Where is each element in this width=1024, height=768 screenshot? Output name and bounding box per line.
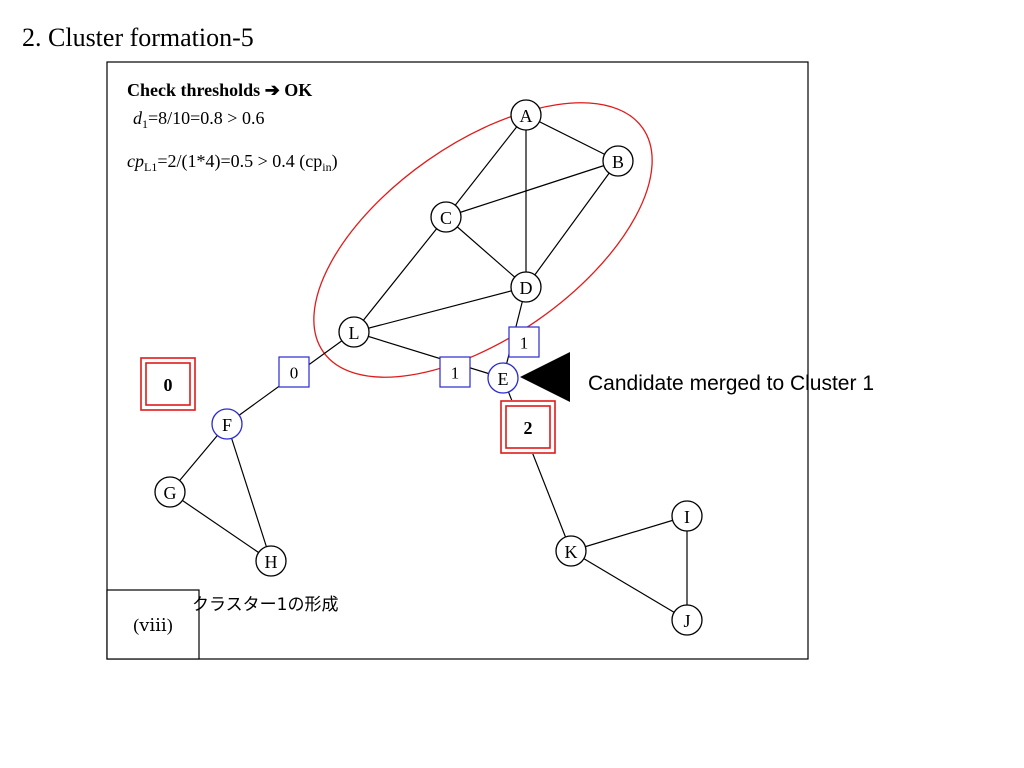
cluster-id-background — [500, 400, 556, 454]
edge-l-e — [353, 331, 504, 379]
edge-c-b — [445, 160, 619, 218]
node-d: D — [510, 271, 542, 303]
node-g: G — [154, 476, 186, 508]
cluster-boxes-layer: 02 — [140, 357, 556, 454]
threshold-info: Check thresholds ➔ OK d1=8/10=0.8 > 0.6 … — [127, 80, 338, 174]
node-circle — [671, 500, 703, 532]
threshold-heading: Check thresholds ➔ OK — [127, 80, 312, 100]
node-label: H — [265, 552, 278, 572]
node-b: B — [602, 145, 634, 177]
edge-weight-label: 1 — [451, 364, 460, 383]
node-h: H — [255, 545, 287, 577]
node-circle — [671, 604, 703, 636]
edge-k-i — [570, 515, 688, 552]
node-label: L — [349, 323, 360, 343]
edge-weight-label: 0 — [290, 364, 299, 383]
node-label: A — [520, 106, 533, 126]
node-label: F — [222, 415, 232, 435]
edge-weight-box: 1 — [508, 326, 540, 358]
node-circle — [510, 99, 542, 131]
edge-weight-label: 1 — [520, 334, 529, 353]
node-label: K — [565, 542, 578, 562]
edge-weight-border — [439, 356, 471, 388]
node-e: E — [487, 362, 519, 394]
edge-weight-box: 0 — [278, 356, 310, 388]
node-label: I — [684, 507, 690, 527]
edges-layer — [169, 114, 688, 621]
node-circle — [255, 545, 287, 577]
edge-c-l — [353, 216, 447, 333]
cluster-id-outer-border — [140, 357, 196, 411]
node-l: L — [338, 316, 370, 348]
node-circle — [487, 362, 519, 394]
node-j: J — [671, 604, 703, 636]
node-label: C — [440, 208, 452, 228]
node-f: F — [211, 408, 243, 440]
cluster-1-ellipse — [313, 102, 653, 378]
cluster-id-inner-border — [505, 405, 551, 449]
step-label-box — [106, 589, 200, 660]
edge-a-c — [445, 114, 527, 218]
node-circle — [510, 271, 542, 303]
node-c: C — [430, 201, 462, 233]
node-i: I — [671, 500, 703, 532]
node-circle — [430, 201, 462, 233]
edge-l-d — [353, 286, 527, 333]
cluster-formation-caption: クラスター1の形成 — [192, 595, 338, 615]
cluster-id-label: 0 — [164, 375, 173, 395]
node-circle — [555, 535, 587, 567]
cluster-id-label: 2 — [524, 418, 533, 438]
node-circle — [338, 316, 370, 348]
cp-formula: cpL1=2/(1*4)=0.5 > 0.4 (cpin) — [127, 151, 338, 174]
edge-f-h — [226, 423, 272, 562]
edge-a-b — [525, 114, 619, 162]
diagram-frame — [106, 61, 809, 660]
node-a: A — [510, 99, 542, 131]
density-formula: d1=8/10=0.8 > 0.6 — [133, 108, 264, 131]
cluster-id-inner-border — [145, 362, 191, 406]
nodes-layer: A B C D L E F G H K I J — [154, 99, 703, 636]
edge-c-d — [445, 216, 527, 288]
edge-weight-box: 1 — [439, 356, 471, 388]
node-label: E — [498, 369, 509, 389]
node-label: G — [164, 483, 177, 503]
edge-g-h — [169, 491, 272, 562]
node-circle — [154, 476, 186, 508]
node-label: D — [520, 278, 533, 298]
cluster-id-background — [140, 357, 196, 411]
edge-k-j — [570, 550, 688, 621]
cluster-id-box: 2 — [500, 400, 556, 454]
node-label: B — [612, 152, 624, 172]
node-circle — [602, 145, 634, 177]
edge-weight-border — [278, 356, 310, 388]
candidate-annotation: Candidate merged to Cluster 1 — [588, 372, 874, 395]
node-k: K — [555, 535, 587, 567]
edge-b-d — [525, 160, 619, 288]
step-label: (ⅷ) — [133, 615, 172, 636]
cluster-id-box: 0 — [140, 357, 196, 411]
node-circle — [211, 408, 243, 440]
node-label: J — [683, 611, 690, 631]
slide-title: 2. Cluster formation-5 — [22, 23, 254, 52]
